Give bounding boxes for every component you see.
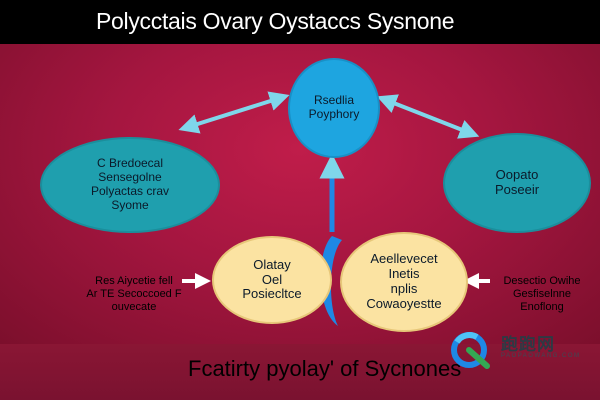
title-bar: Polycctais Ovary Oystaccs Sysnone xyxy=(0,0,600,44)
node-mid-left-line-3: Posiecltce xyxy=(242,286,302,302)
node-left-line-3: Polyactas crav xyxy=(90,184,170,198)
watermark-logo: 跑跑网 PAOPAOWANG.COM xyxy=(447,330,587,370)
arrow-top-right xyxy=(376,94,480,139)
side-label-left: Res Aiycetie fell Ar TE Secoccoed F ouve… xyxy=(64,275,204,315)
node-mid-right-line-3: nplis xyxy=(390,281,418,296)
node-right-ellipse: Oopato Poseeir xyxy=(443,133,591,233)
crescent-shape xyxy=(320,236,342,326)
node-mid-left-line-2: Oel xyxy=(261,271,283,287)
diagram-title: Polycctais Ovary Oystaccs Sysnone xyxy=(96,8,455,34)
node-top-circle: Rsedlia Poyphory xyxy=(288,58,380,158)
node-mid-left-ellipse: Olatay Oel Posiecltce xyxy=(212,236,332,324)
node-left-ellipse: C Bredoecal Sensegolne Polyactas crav Sy… xyxy=(40,137,220,233)
side-right-line-3: Enoflong xyxy=(520,301,564,314)
node-mid-right-line-2: Inetis xyxy=(388,266,420,282)
node-left-line-2: Sensegolne xyxy=(98,170,162,185)
node-right-line-1: Oopato xyxy=(495,167,539,183)
node-mid-right-line-4: Cowaoyestte xyxy=(366,295,442,311)
node-top-line-2: Poyphory xyxy=(308,107,360,121)
node-mid-right-line-1: Aeellevecet xyxy=(370,251,438,267)
diagram-caption: Fcatirty pyolay' of Sycnones xyxy=(188,356,462,381)
watermark-subtext: PAOPAOWANG.COM xyxy=(501,353,581,359)
caption-bar: Fcatirty pyolay' of Sycnones xyxy=(0,344,600,400)
watermark-text: 跑跑网 xyxy=(501,335,555,354)
side-label-right: Desectio Owihe Gesfiselnne Enoflong xyxy=(488,275,596,315)
side-left-line-1: Res Aiycetie fell xyxy=(95,275,173,287)
watermark-q-icon xyxy=(451,332,490,369)
side-right-line-1: Desectio Owihe xyxy=(503,275,581,287)
node-top-line-1: Rsedlia xyxy=(313,93,355,108)
node-mid-left-line-1: Olatay xyxy=(253,256,291,272)
side-right-line-2: Gesfiselnne xyxy=(512,288,572,301)
node-mid-right-ellipse: Aeellevecet Inetis nplis Cowaoyestte xyxy=(340,232,468,332)
node-left-line-1: C Bredoecal xyxy=(96,156,164,171)
node-right-line-2: Poseeir xyxy=(494,182,540,197)
node-left-line-4: Syome xyxy=(111,197,149,212)
arrow-left-top xyxy=(178,91,290,134)
side-left-line-3: ouvecate xyxy=(111,301,157,314)
side-left-line-2: Ar TE Secoccoed F xyxy=(86,288,182,301)
